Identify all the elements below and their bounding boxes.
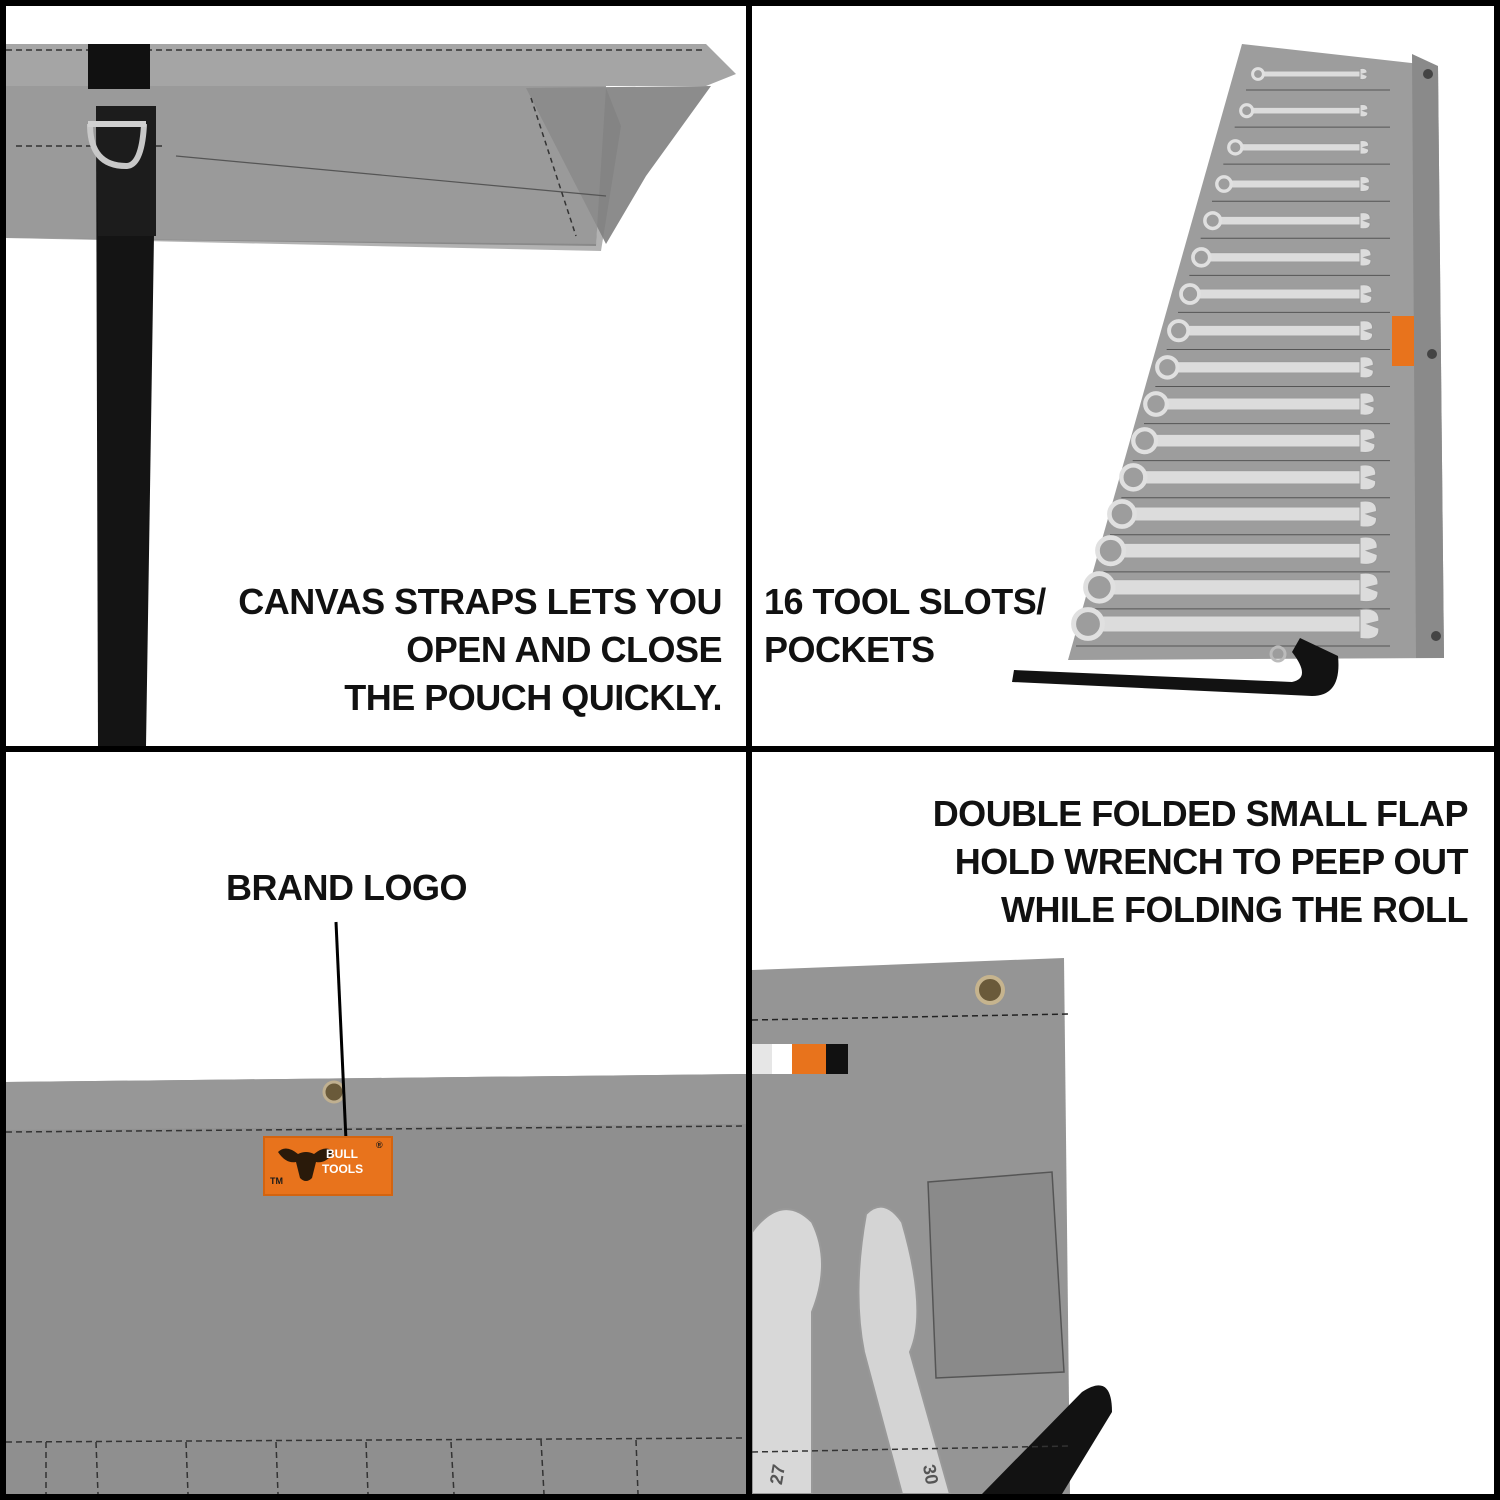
tool-slots-panel: 16 TOOL SLOTS/ POCKETS [746,0,1500,752]
brand-logo-caption: BRAND LOGO [226,864,468,912]
wrench-icon [1131,427,1390,462]
logo-trademark: TM [270,1176,283,1186]
wrench-icon [1155,355,1390,388]
color-tag [752,1044,848,1074]
wrench-rows [1071,67,1390,647]
slots-caption-line: 16 TOOL SLOTS/ [764,581,1046,622]
grommet-icon [322,1080,346,1104]
logo-canvas-illustration [6,752,746,1494]
flap-caption: DOUBLE FOLDED SMALL FLAP HOLD WRENCH TO … [932,790,1469,934]
logo-line-2: TOOLS [322,1162,364,1176]
wrench-icon [1234,103,1390,128]
folded-flap [927,1171,1065,1379]
wrench-icon [1071,607,1390,647]
wrench-icon [1212,175,1390,202]
logo-line-1: BULL [326,1147,358,1161]
flap-illustration [752,752,1494,1494]
wrench-icon [1246,67,1390,91]
slot-stitch-lines [45,1439,639,1494]
wrench-icon [1107,499,1390,536]
strap-icon [982,1385,1112,1494]
bull-logo-icon [263,1136,393,1196]
grommet-icon [1431,631,1441,641]
wrench-icon [1223,139,1390,165]
wrench-icon [752,1205,952,1494]
strap-caption-line: THE POUCH QUICKLY. [344,677,722,718]
bull-logo-icon [1392,316,1414,366]
strap-icon [88,44,156,746]
flap-panel: 27 30 DOUBLE FOLDED SMALL FLAP HOLD WREN… [746,746,1500,1500]
slots-caption: 16 TOOL SLOTS/ POCKETS [764,578,1046,674]
tool-roll-illustration [752,6,1494,746]
strap-caption-line: OPEN AND CLOSE [406,629,722,670]
strap-panel: CANVAS STRAPS LETS YOU OPEN AND CLOSE TH… [0,0,752,752]
flap-caption-line: DOUBLE FOLDED SMALL FLAP [932,793,1469,834]
d-ring-icon [87,121,147,170]
wrench-icon [1166,319,1390,350]
wrench-icon [1143,391,1390,425]
grommet-icon [1423,69,1433,79]
brand-logo-caption-text: BRAND LOGO [226,867,468,908]
grommet-icon [975,975,1005,1005]
flap-caption-line: WHILE FOLDING THE ROLL [1001,889,1468,930]
wrench-icon [1189,247,1390,276]
grommet-icon [1427,349,1437,359]
strap-icon [1012,638,1339,696]
wrench-icon [1200,211,1390,239]
wrench-icon [1083,571,1390,610]
d-ring-icon [1269,645,1287,663]
brand-logo-panel: BULL TOOLS TM ® BRAND LOGO [0,746,752,1500]
wrench-size-left: 27 [765,1462,790,1487]
rolled-canvas-illustration [6,6,746,746]
strap-caption: CANVAS STRAPS LETS YOU OPEN AND CLOSE TH… [238,578,722,722]
slot-stitch-lines [752,1445,1071,1453]
slots-caption-line: POCKETS [764,629,935,670]
wrench-icon [1178,283,1390,313]
wrench-icon [1095,535,1390,573]
logo-registered: ® [376,1140,383,1150]
flap-caption-line: HOLD WRENCH TO PEEP OUT [954,841,1469,882]
wrench-size-right: 30 [918,1462,943,1487]
wrench-icon [1119,463,1390,499]
strap-caption-line: CANVAS STRAPS LETS YOU [238,581,722,622]
